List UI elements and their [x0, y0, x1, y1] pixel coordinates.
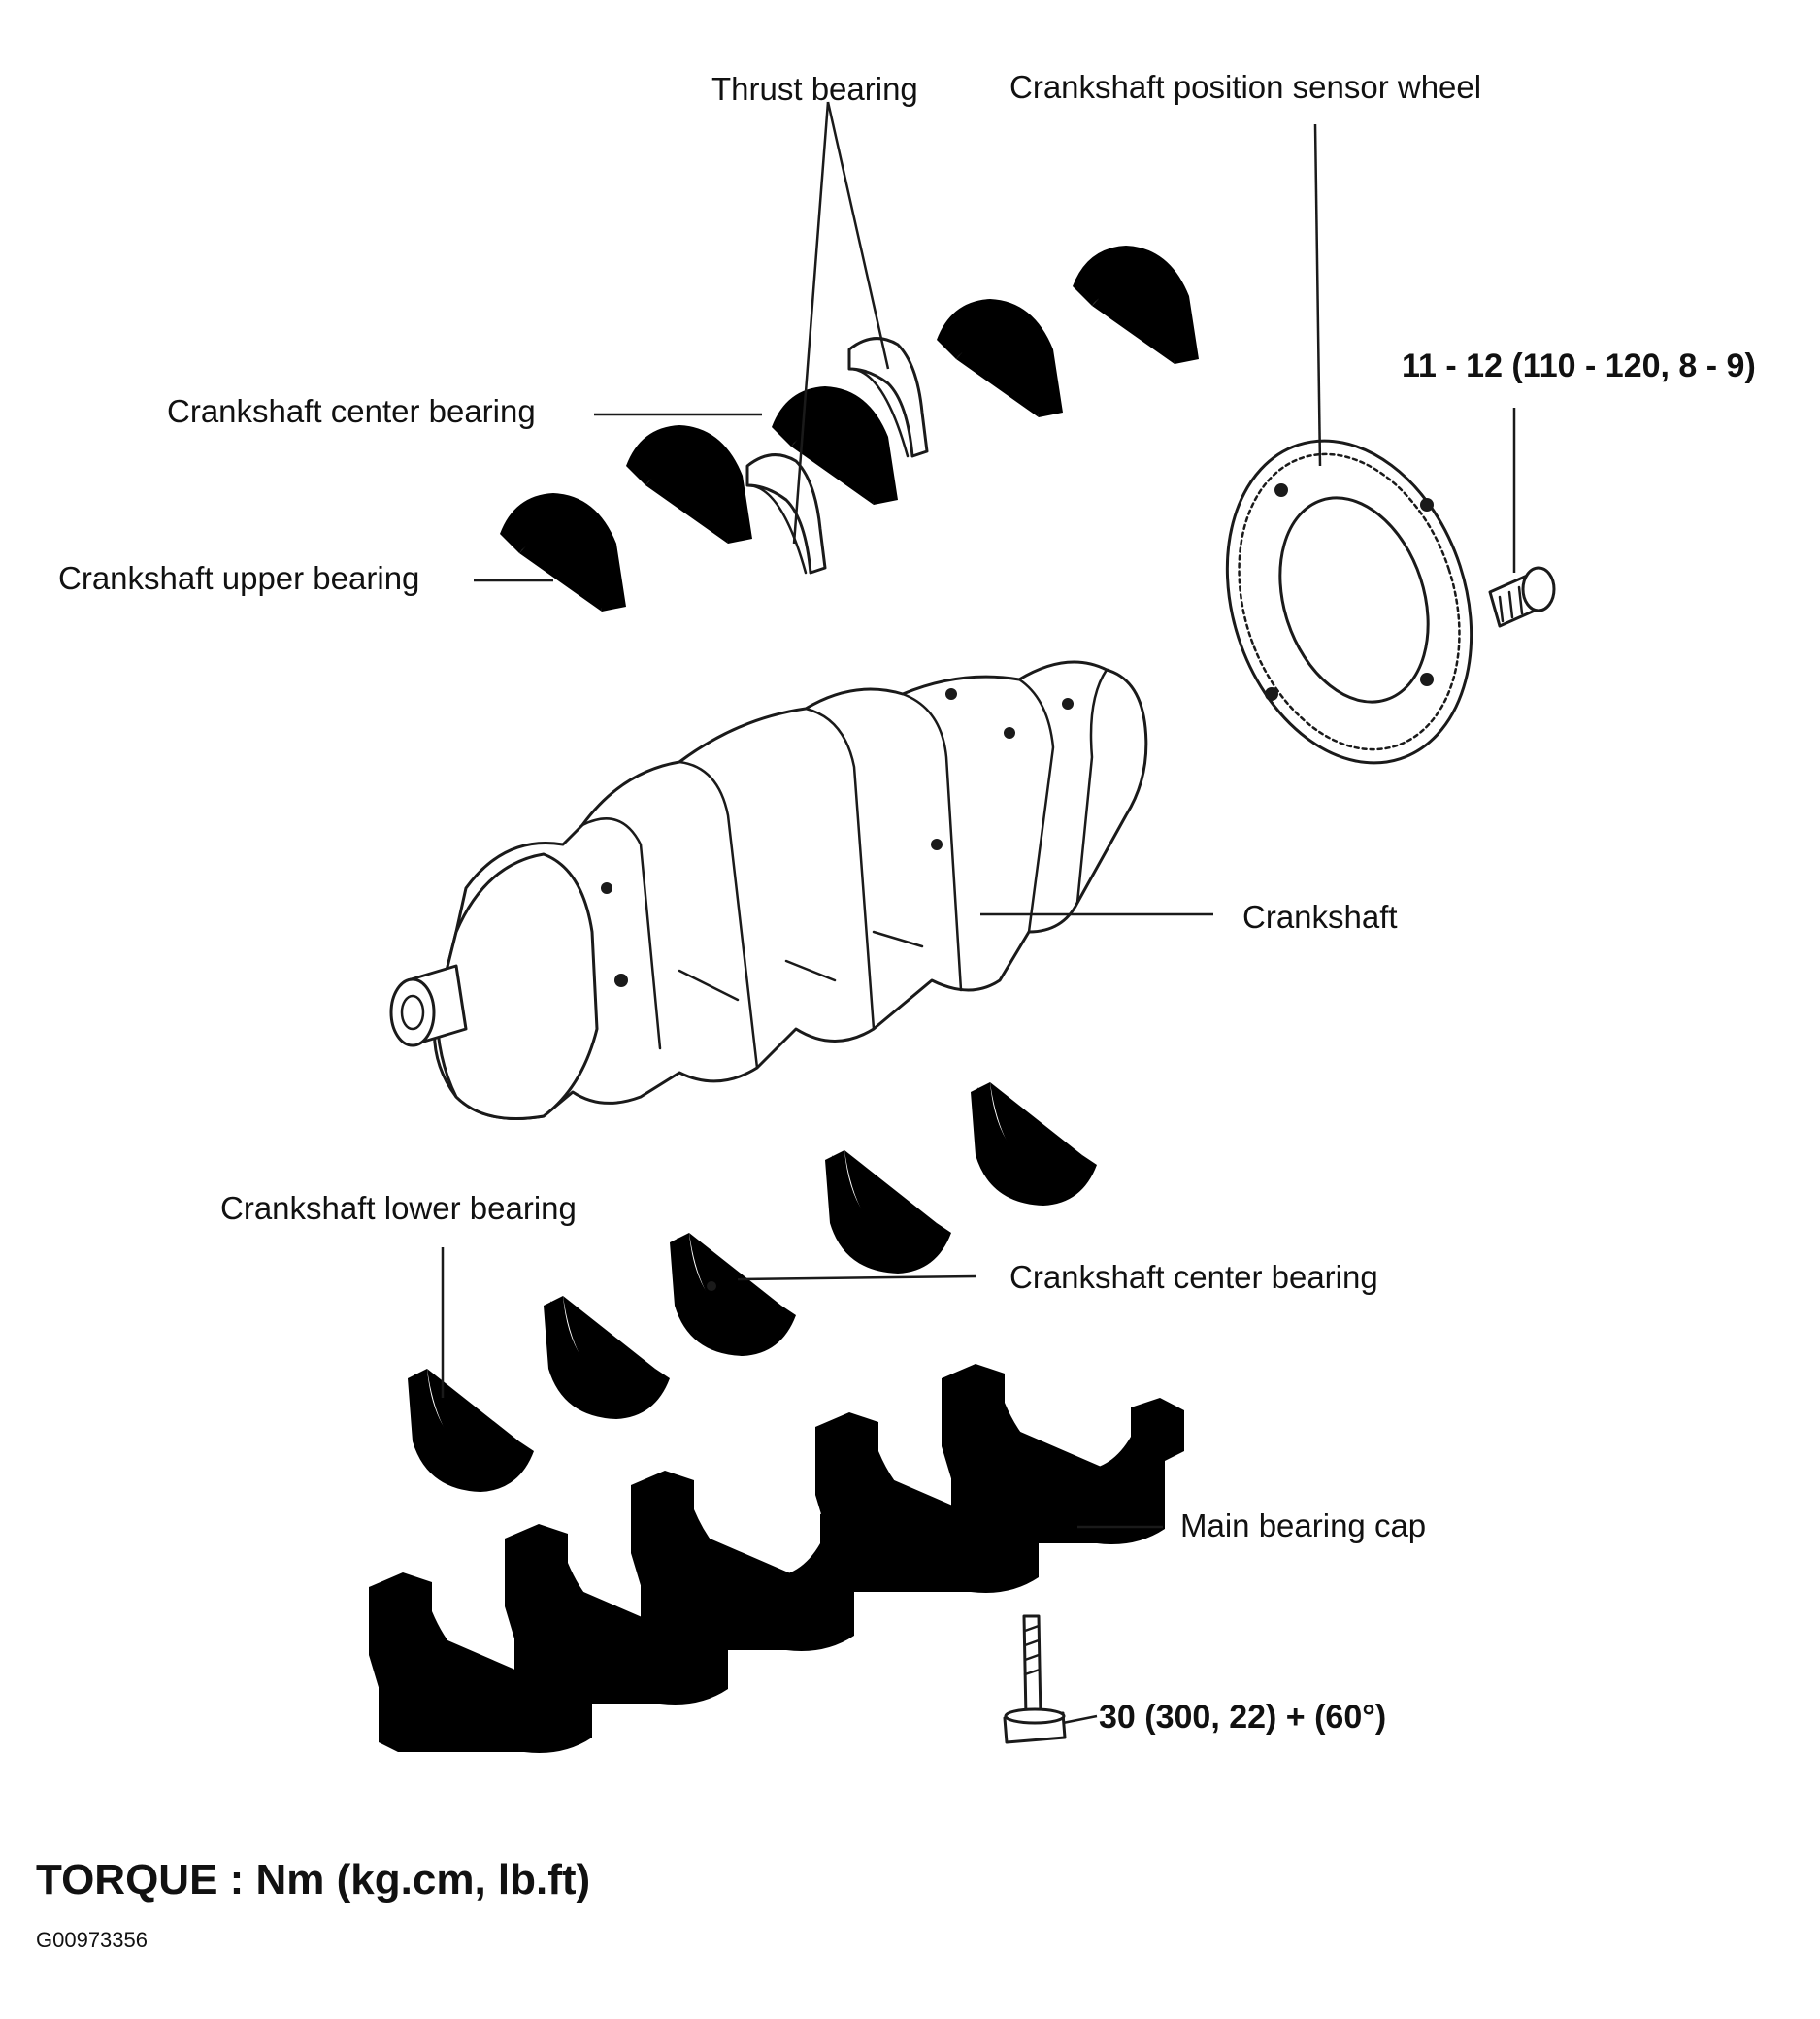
- thrust-bearing-lower: [745, 453, 827, 575]
- lower-center-bearing-shell: [670, 1233, 796, 1356]
- thrust-bearing-label: Thrust bearing: [711, 71, 918, 107]
- sensor-wheel-drawing: [1225, 439, 1473, 765]
- crankshaft-label: Crankshaft: [1242, 899, 1398, 935]
- main-bearing-cap-label: Main bearing cap: [1180, 1507, 1427, 1543]
- lower-bearing-shell: [971, 1082, 1097, 1206]
- crankshaft-drawing: [389, 660, 1148, 1120]
- lower-bearing-label: Crankshaft lower bearing: [220, 1190, 577, 1226]
- center-bearing-upper-label: Crankshaft center bearing: [167, 393, 536, 429]
- figure-code: G00973356: [36, 1928, 148, 1952]
- sensor-wheel-label: Crankshaft position sensor wheel: [1009, 69, 1482, 105]
- cap-bolt-torque: 30 (300, 22) + (60°): [1099, 1699, 1387, 1736]
- thrust-bearing-upper: [847, 337, 929, 458]
- upper-bearing-shell: [1073, 246, 1199, 364]
- leader-lines: [441, 101, 1516, 1725]
- lower-bearing-shell: [408, 1369, 534, 1492]
- torque-legend: TORQUE : Nm (kg.cm, lb.ft): [36, 1856, 591, 1903]
- upper-bearing-shell: [937, 299, 1063, 417]
- sensor-wheel-bolt-torque: 11 - 12 (110 - 120, 8 - 9): [1402, 348, 1756, 384]
- upper-bearing-label: Crankshaft upper bearing: [58, 560, 420, 596]
- lower-bearing-shell: [544, 1296, 670, 1419]
- sensor-wheel-bolt-drawing: [1488, 566, 1556, 628]
- center-bearing-lower-label: Crankshaft center bearing: [1009, 1259, 1378, 1295]
- lower-bearing-shell: [825, 1150, 951, 1274]
- cap-bolt-drawing: [1003, 1614, 1067, 1744]
- main-bearing-cap: [942, 1364, 1184, 1544]
- upper-bearing-shell: [500, 493, 626, 612]
- upper-bearing-shell: [626, 425, 752, 544]
